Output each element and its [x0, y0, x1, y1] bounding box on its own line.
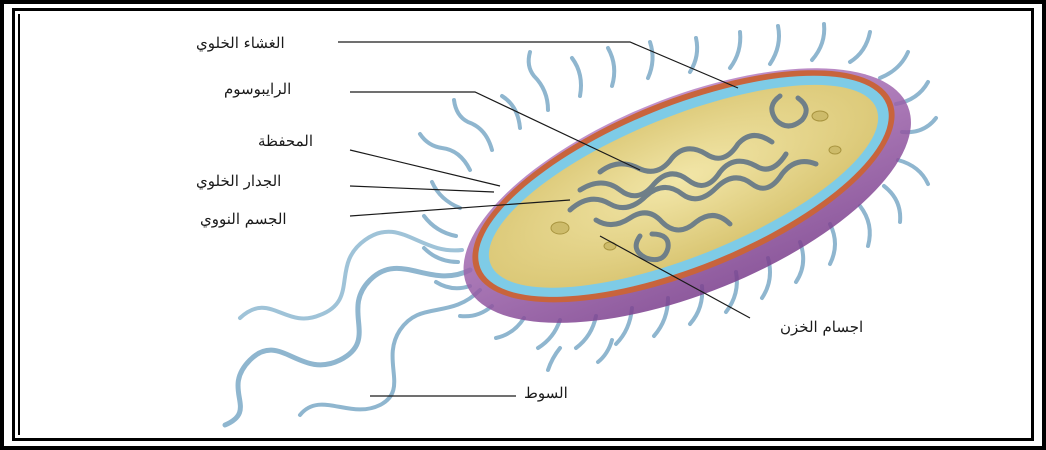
- label-ribosome: الرايبوسوم: [224, 80, 291, 98]
- leader-cell-wall: [350, 186, 494, 192]
- label-cell-membrane: الغشاء الخلوي: [196, 34, 285, 52]
- label-nucleoid: الجسم النووي: [200, 210, 287, 228]
- label-storage-bodies: اجسام الخزن: [780, 318, 863, 336]
- label-capsule: المحفظة: [258, 132, 313, 150]
- label-cell-wall: الجدار الخلوي: [196, 172, 281, 190]
- leader-capsule: [350, 150, 500, 186]
- label-flagellum: السوط: [524, 384, 568, 402]
